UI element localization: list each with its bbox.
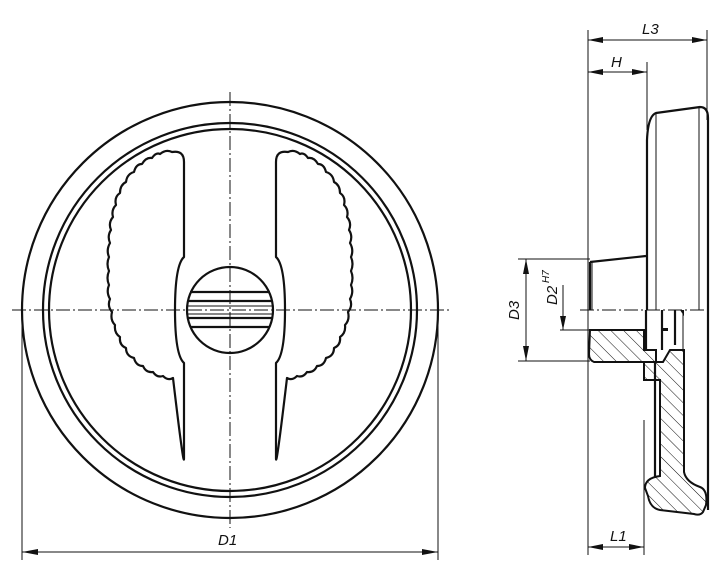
dimension-D1: D1 bbox=[21, 312, 439, 560]
label-D3: D3 bbox=[506, 300, 523, 320]
hub-grip-lines bbox=[188, 290, 272, 329]
dimension-L1: L1 bbox=[588, 528, 644, 550]
dimension-H: H bbox=[588, 54, 647, 75]
dimension-D2: D2 H7 bbox=[541, 270, 590, 331]
hub-upper-outline bbox=[588, 254, 647, 310]
hub-circle bbox=[185, 265, 275, 355]
bore-detail bbox=[644, 310, 684, 350]
side-section-view: D3 D2 H7 L3 H L1 bbox=[506, 21, 712, 555]
dimension-D3: D3 bbox=[506, 258, 590, 362]
label-H: H bbox=[611, 54, 622, 71]
label-D2-tolerance: H7 bbox=[541, 270, 552, 283]
rim-section bbox=[643, 349, 708, 516]
label-L3: L3 bbox=[642, 21, 659, 38]
hub-section bbox=[587, 329, 657, 363]
label-D1: D1 bbox=[218, 532, 237, 549]
dimension-L3: L3 bbox=[588, 21, 707, 43]
right-window-outline bbox=[274, 149, 354, 461]
rim-upper-outline bbox=[645, 105, 710, 510]
front-view: D1 bbox=[12, 92, 450, 560]
left-window-outline bbox=[106, 149, 186, 461]
label-L1: L1 bbox=[610, 528, 627, 545]
label-D2: D2 bbox=[544, 285, 561, 305]
